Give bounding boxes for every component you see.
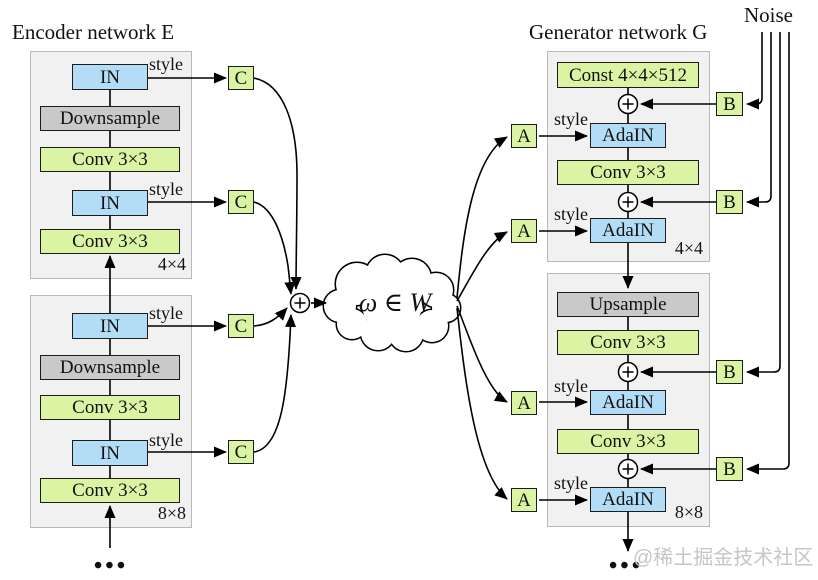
style-label: style <box>149 54 183 74</box>
generator-title: Generator network G <box>529 20 708 44</box>
a-box-1: A <box>511 124 537 148</box>
enc1-conv2-box: Conv 3×3 <box>40 229 180 254</box>
enc2-in1-box: IN <box>72 313 148 339</box>
enc2-in2-box: IN <box>72 440 148 466</box>
style-label: style <box>149 179 183 199</box>
edge-c4-merge <box>253 314 297 453</box>
merge-plus-node <box>289 292 311 314</box>
enc2-conv1-box: Conv 3×3 <box>40 395 180 420</box>
gen2-resolution-label: 8×8 <box>674 502 703 522</box>
edge-c3-merge <box>253 307 288 327</box>
style-label: style <box>554 473 588 493</box>
style-label: style <box>554 204 588 224</box>
enc2-downsample-box: Downsample <box>40 355 180 380</box>
a-box-3: A <box>511 391 537 415</box>
generator-ellipsis: ••• <box>608 553 644 579</box>
gen2-adain2-box: AdaIN <box>590 487 666 512</box>
style-label: style <box>554 109 588 129</box>
gen1-conv-box: Conv 3×3 <box>557 160 699 185</box>
enc1-in1-box: IN <box>72 64 148 90</box>
edge-noise-b2 <box>746 32 772 208</box>
b-box-2: B <box>716 190 743 214</box>
enc1-resolution-label: 4×4 <box>157 254 186 274</box>
gen2-conv2-box: Conv 3×3 <box>557 429 699 454</box>
edge-cloud-a3 <box>456 305 508 403</box>
gen2-conv1-box: Conv 3×3 <box>557 330 699 355</box>
edge-noise-b3 <box>746 32 781 378</box>
watermark-text: @稀土掘金技术社区 <box>633 547 814 569</box>
gen1-resolution-label: 4×4 <box>674 238 703 258</box>
gen2-upsample-box: Upsample <box>557 292 699 317</box>
enc1-conv1-box: Conv 3×3 <box>40 147 180 172</box>
edge-cloud-a1 <box>456 136 508 299</box>
edge-cloud-a2 <box>456 231 508 302</box>
edge-c1-merge <box>253 77 302 290</box>
edge-noise-b4 <box>746 32 790 475</box>
gen2-adain1-box: AdaIN <box>590 390 666 415</box>
enc2-resolution-label: 8×8 <box>157 503 186 523</box>
b-box-1: B <box>716 92 743 116</box>
encoder-ellipsis: ••• <box>93 553 129 579</box>
b-box-4: B <box>716 457 743 481</box>
noise-label: Noise <box>744 3 793 27</box>
a-box-2: A <box>511 219 537 243</box>
style-label: style <box>149 303 183 323</box>
enc2-conv2-box: Conv 3×3 <box>40 478 180 503</box>
edge-c2-merge <box>253 201 296 295</box>
c-box-2: C <box>228 190 254 214</box>
c-box-3: C <box>228 314 254 338</box>
edge-cloud-a4 <box>456 307 508 500</box>
enc1-in2-box: IN <box>72 190 148 216</box>
gen1-const-box: Const 4×4×512 <box>557 62 699 88</box>
edge-noise-b1 <box>746 32 763 110</box>
c-box-4: C <box>228 440 254 464</box>
latent-space-text: ω ∈ W <box>358 288 432 317</box>
encoder-title: Encoder network E <box>12 20 175 44</box>
style-label: style <box>149 430 183 450</box>
c-box-1: C <box>228 66 254 90</box>
gen1-adain1-box: AdaIN <box>590 123 666 148</box>
a-box-4: A <box>511 488 537 512</box>
enc1-downsample-box: Downsample <box>40 106 180 131</box>
style-label: style <box>554 376 588 396</box>
b-box-3: B <box>716 360 743 384</box>
